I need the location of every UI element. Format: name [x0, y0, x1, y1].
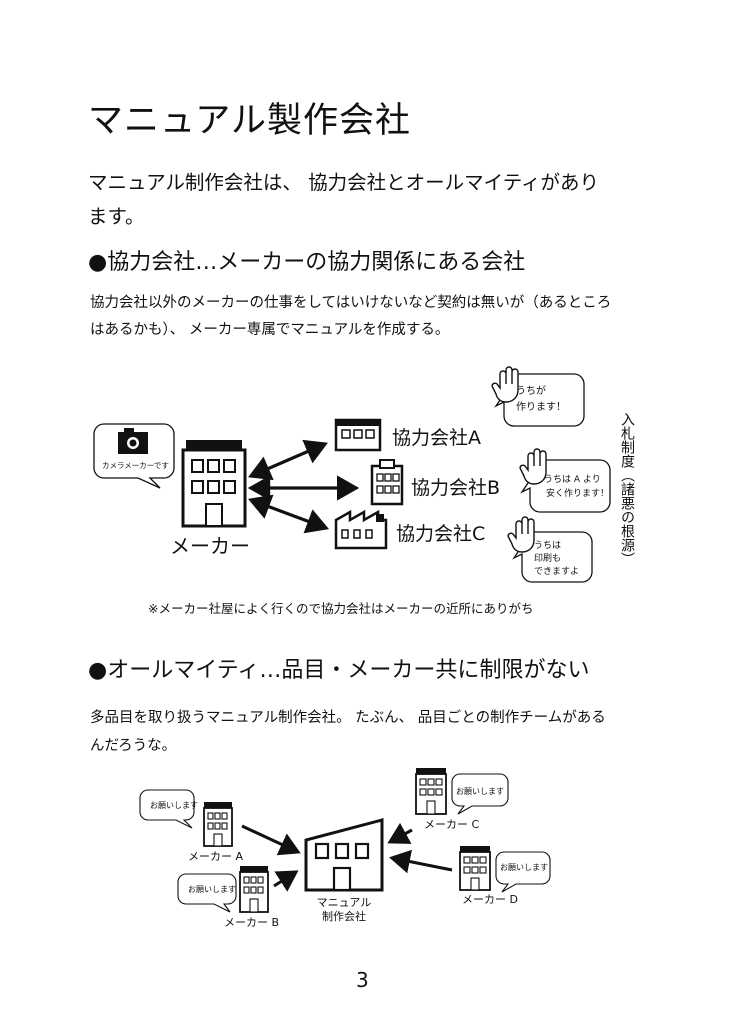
section-body-partner: 協力会社以外のメーカーの仕事をしてはいけないなど契約は無いが（あるところ はある… — [90, 290, 670, 344]
maker-d-bubble-text: お願いします — [500, 863, 548, 872]
page-number: 3 — [356, 968, 369, 992]
section-body-all-round: 多品目を取り扱うマニュアル制作会社。 たぶん、 品目ごとの制作チームがある んだ… — [90, 704, 670, 760]
maker-a-speech-bubble: お願いします — [139, 789, 198, 829]
bubble-c-line-2: 印刷も — [534, 552, 561, 564]
page-title: マニュアル製作会社 — [88, 101, 411, 141]
company-b-label: 協力会社B — [411, 477, 500, 499]
maker-c-building-icon — [415, 768, 447, 815]
diagram-note: ※メーカー社屋によく行くので協力会社はメーカーの近所にありがち — [148, 601, 534, 616]
bidding-system-label: 入札制度（諸悪の根源） — [619, 412, 635, 566]
maker-c-speech-bubble: お願いします — [451, 773, 509, 815]
intro-line-2: ます。 — [88, 205, 145, 228]
raised-hand-icon — [491, 366, 519, 403]
section-heading-all-round: ●オールマイティ…品目・メーカー共に制限がない — [88, 658, 590, 683]
maker-d-building-icon — [459, 846, 491, 891]
maker-a-building-icon — [203, 802, 233, 847]
bubble-a-line-1: うちが — [516, 384, 546, 397]
maker-b-building-icon — [239, 866, 269, 913]
maker-bubble-text: カメラメーカーです — [102, 461, 169, 470]
manual-company-building-icon — [304, 818, 384, 892]
body-line-1: 協力会社以外のメーカーの仕事をしてはいけないなど契約は無いが（あるところ — [90, 295, 612, 311]
intro-paragraph: マニュアル制作会社は、 協力会社とオールマイティがあり ます。 — [88, 166, 648, 234]
body-line-2: はあるかも）、 メーカー専属でマニュアルを作成する。 — [90, 322, 450, 338]
raised-hand-icon — [519, 448, 547, 485]
tower-building-icon — [370, 459, 404, 506]
maker-d-speech-bubble: お願いします — [495, 851, 551, 893]
bubble-c-line-1: うちは — [534, 540, 561, 551]
camera-icon — [118, 428, 148, 454]
body-line-2: んだろうな。 — [90, 738, 177, 754]
diagram2-arrows — [241, 822, 453, 892]
bubble-b-line-1: うちは A より — [544, 474, 601, 485]
bubble-b-line-2: 安く作ります！ — [546, 487, 609, 499]
company-c-label: 協力会社C — [396, 523, 485, 545]
maker-c-label: メーカー C — [424, 818, 479, 831]
maker-b-speech-bubble: お願いします — [177, 873, 237, 913]
section-heading-partner: ●協力会社…メーカーの協力関係にある会社 — [88, 250, 526, 275]
maker-a-label: メーカー A — [188, 850, 243, 863]
maker-speech-bubble: カメラメーカーです — [93, 423, 175, 489]
office-building-icon — [334, 418, 382, 452]
company-a-label: 協力会社A — [392, 427, 481, 449]
bubble-c-line-3: できますよ — [534, 566, 579, 577]
maker-b-bubble-text: お願いします — [188, 885, 236, 894]
factory-icon — [334, 509, 388, 550]
center-label-line-1: マニュアル — [317, 896, 372, 909]
maker-d-label: メーカー D — [462, 893, 518, 906]
raised-hand-icon — [507, 516, 535, 553]
maker-c-bubble-text: お願いします — [456, 787, 504, 796]
intro-line-1: マニュアル制作会社は、 協力会社とオールマイティがあり — [88, 171, 600, 194]
diagram1-arrows — [247, 439, 360, 534]
maker-building-icon — [181, 440, 247, 528]
maker-label: メーカー — [170, 534, 250, 558]
body-line-1: 多品目を取り扱うマニュアル制作会社。 たぶん、 品目ごとの制作チームがある — [90, 710, 606, 726]
maker-a-bubble-text: お願いします — [150, 801, 198, 810]
bubble-a-line-2: 作ります！ — [516, 401, 566, 413]
center-label-line-2: 制作会社 — [322, 909, 366, 923]
maker-b-label: メーカー B — [224, 916, 279, 929]
